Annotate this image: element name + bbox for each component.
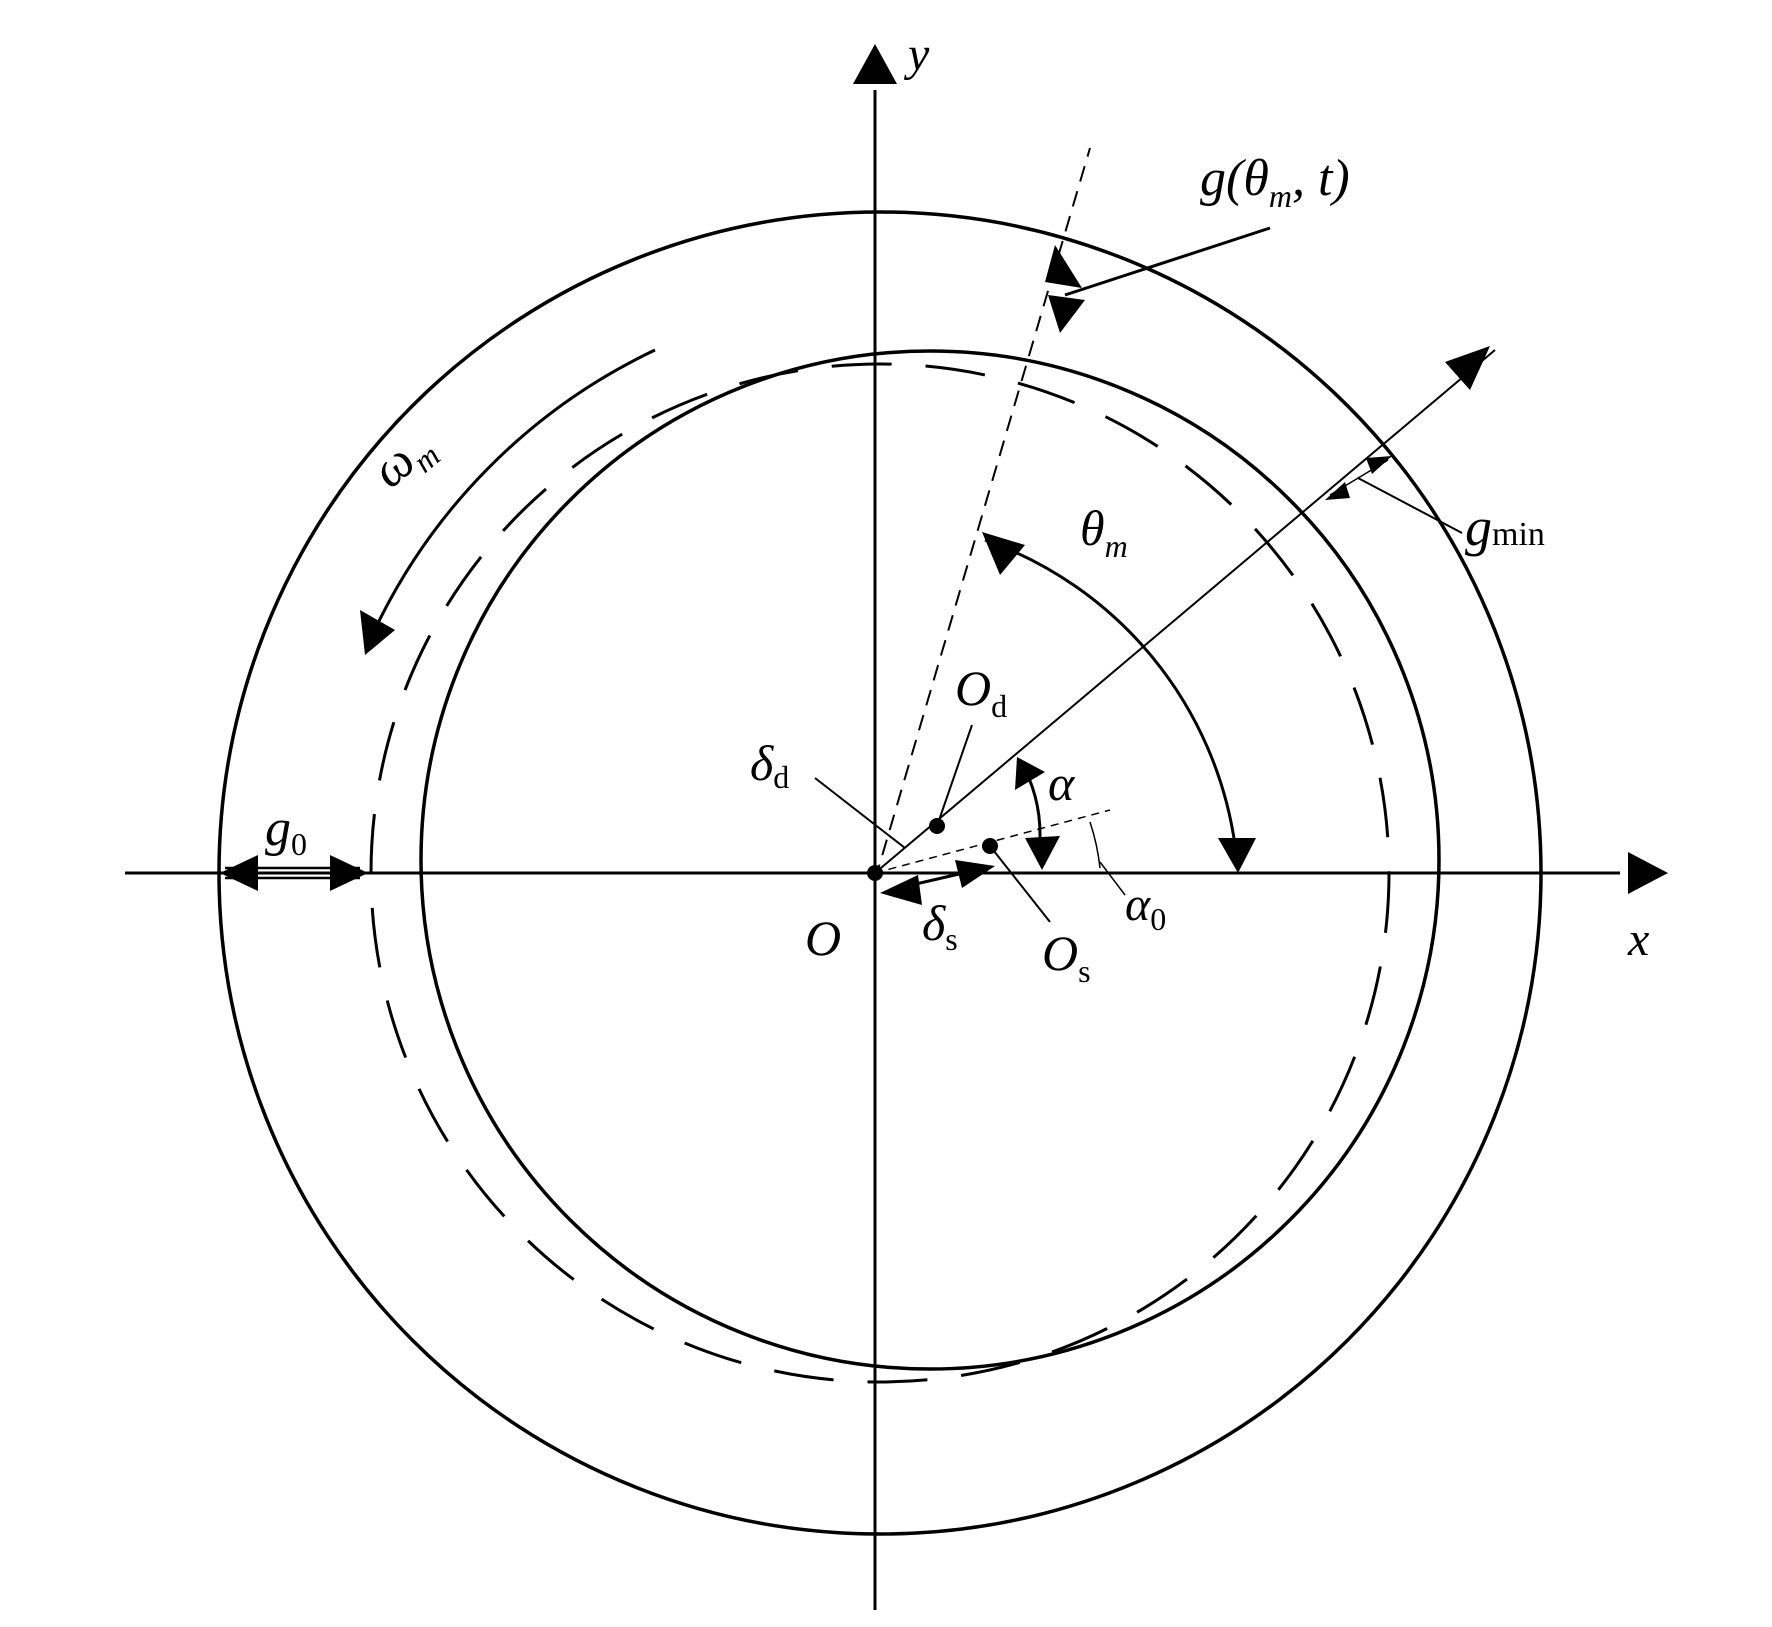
x-axis-arrow-icon bbox=[1628, 852, 1668, 894]
os-leader-line bbox=[989, 845, 1051, 923]
delta-d-leader-line bbox=[814, 777, 906, 849]
gmin-leader-line bbox=[1357, 477, 1463, 534]
os-label: Os bbox=[1042, 925, 1091, 989]
omega-arrow-icon bbox=[360, 610, 395, 655]
origin-point bbox=[867, 865, 883, 881]
alpha0-arc bbox=[1089, 821, 1101, 869]
delta-d-label: δd bbox=[750, 735, 789, 795]
dashed-os-line bbox=[874, 809, 1111, 874]
alpha-label: α bbox=[1048, 755, 1076, 811]
g0-arrow-right-icon bbox=[330, 855, 368, 891]
gmin-arrow-a-icon bbox=[1325, 482, 1350, 500]
alpha0-label: α0 bbox=[1125, 878, 1166, 937]
y-axis-arrow-icon bbox=[853, 44, 897, 84]
alpha0-leader-line bbox=[1099, 861, 1126, 896]
g0-arrow-left-icon bbox=[220, 855, 258, 891]
alpha-arrow-bottom-icon bbox=[1025, 836, 1060, 870]
delta-s-label: δs bbox=[922, 895, 958, 957]
rotor-circle bbox=[419, 349, 1441, 1371]
theta-arc bbox=[984, 538, 1237, 846]
x-axis-label: x bbox=[1627, 913, 1649, 966]
theta-arrow-end-icon bbox=[1218, 838, 1256, 873]
g-min-radial-line bbox=[874, 349, 1496, 874]
g0-label: g0 bbox=[265, 800, 307, 862]
radial-arrow-icon bbox=[1445, 346, 1490, 390]
od-leader-line bbox=[936, 724, 973, 827]
gap-function-label: g(θm, t) bbox=[1200, 150, 1350, 214]
gmin-arrow-b-icon bbox=[1366, 456, 1392, 474]
delta-s-arrow-right-icon bbox=[955, 860, 995, 888]
theta-label: θm bbox=[1080, 500, 1128, 564]
delta-s-arrow-left-icon bbox=[880, 875, 922, 905]
omega-label: ωm bbox=[361, 417, 447, 503]
y-axis-label: y bbox=[903, 28, 930, 81]
od-label: Od bbox=[955, 660, 1007, 724]
alpha-arrow-top-icon bbox=[1015, 757, 1045, 790]
gmin-label: gmin bbox=[1465, 497, 1545, 557]
gap-arrow-top-icon bbox=[1045, 245, 1082, 288]
theta-arrow-start-icon bbox=[982, 532, 1025, 575]
gap-leader-line bbox=[1064, 226, 1271, 297]
origin-label: O bbox=[805, 910, 841, 966]
omega-rotation-arc bbox=[368, 348, 656, 641]
gap-arrow-bottom-icon bbox=[1048, 295, 1085, 333]
